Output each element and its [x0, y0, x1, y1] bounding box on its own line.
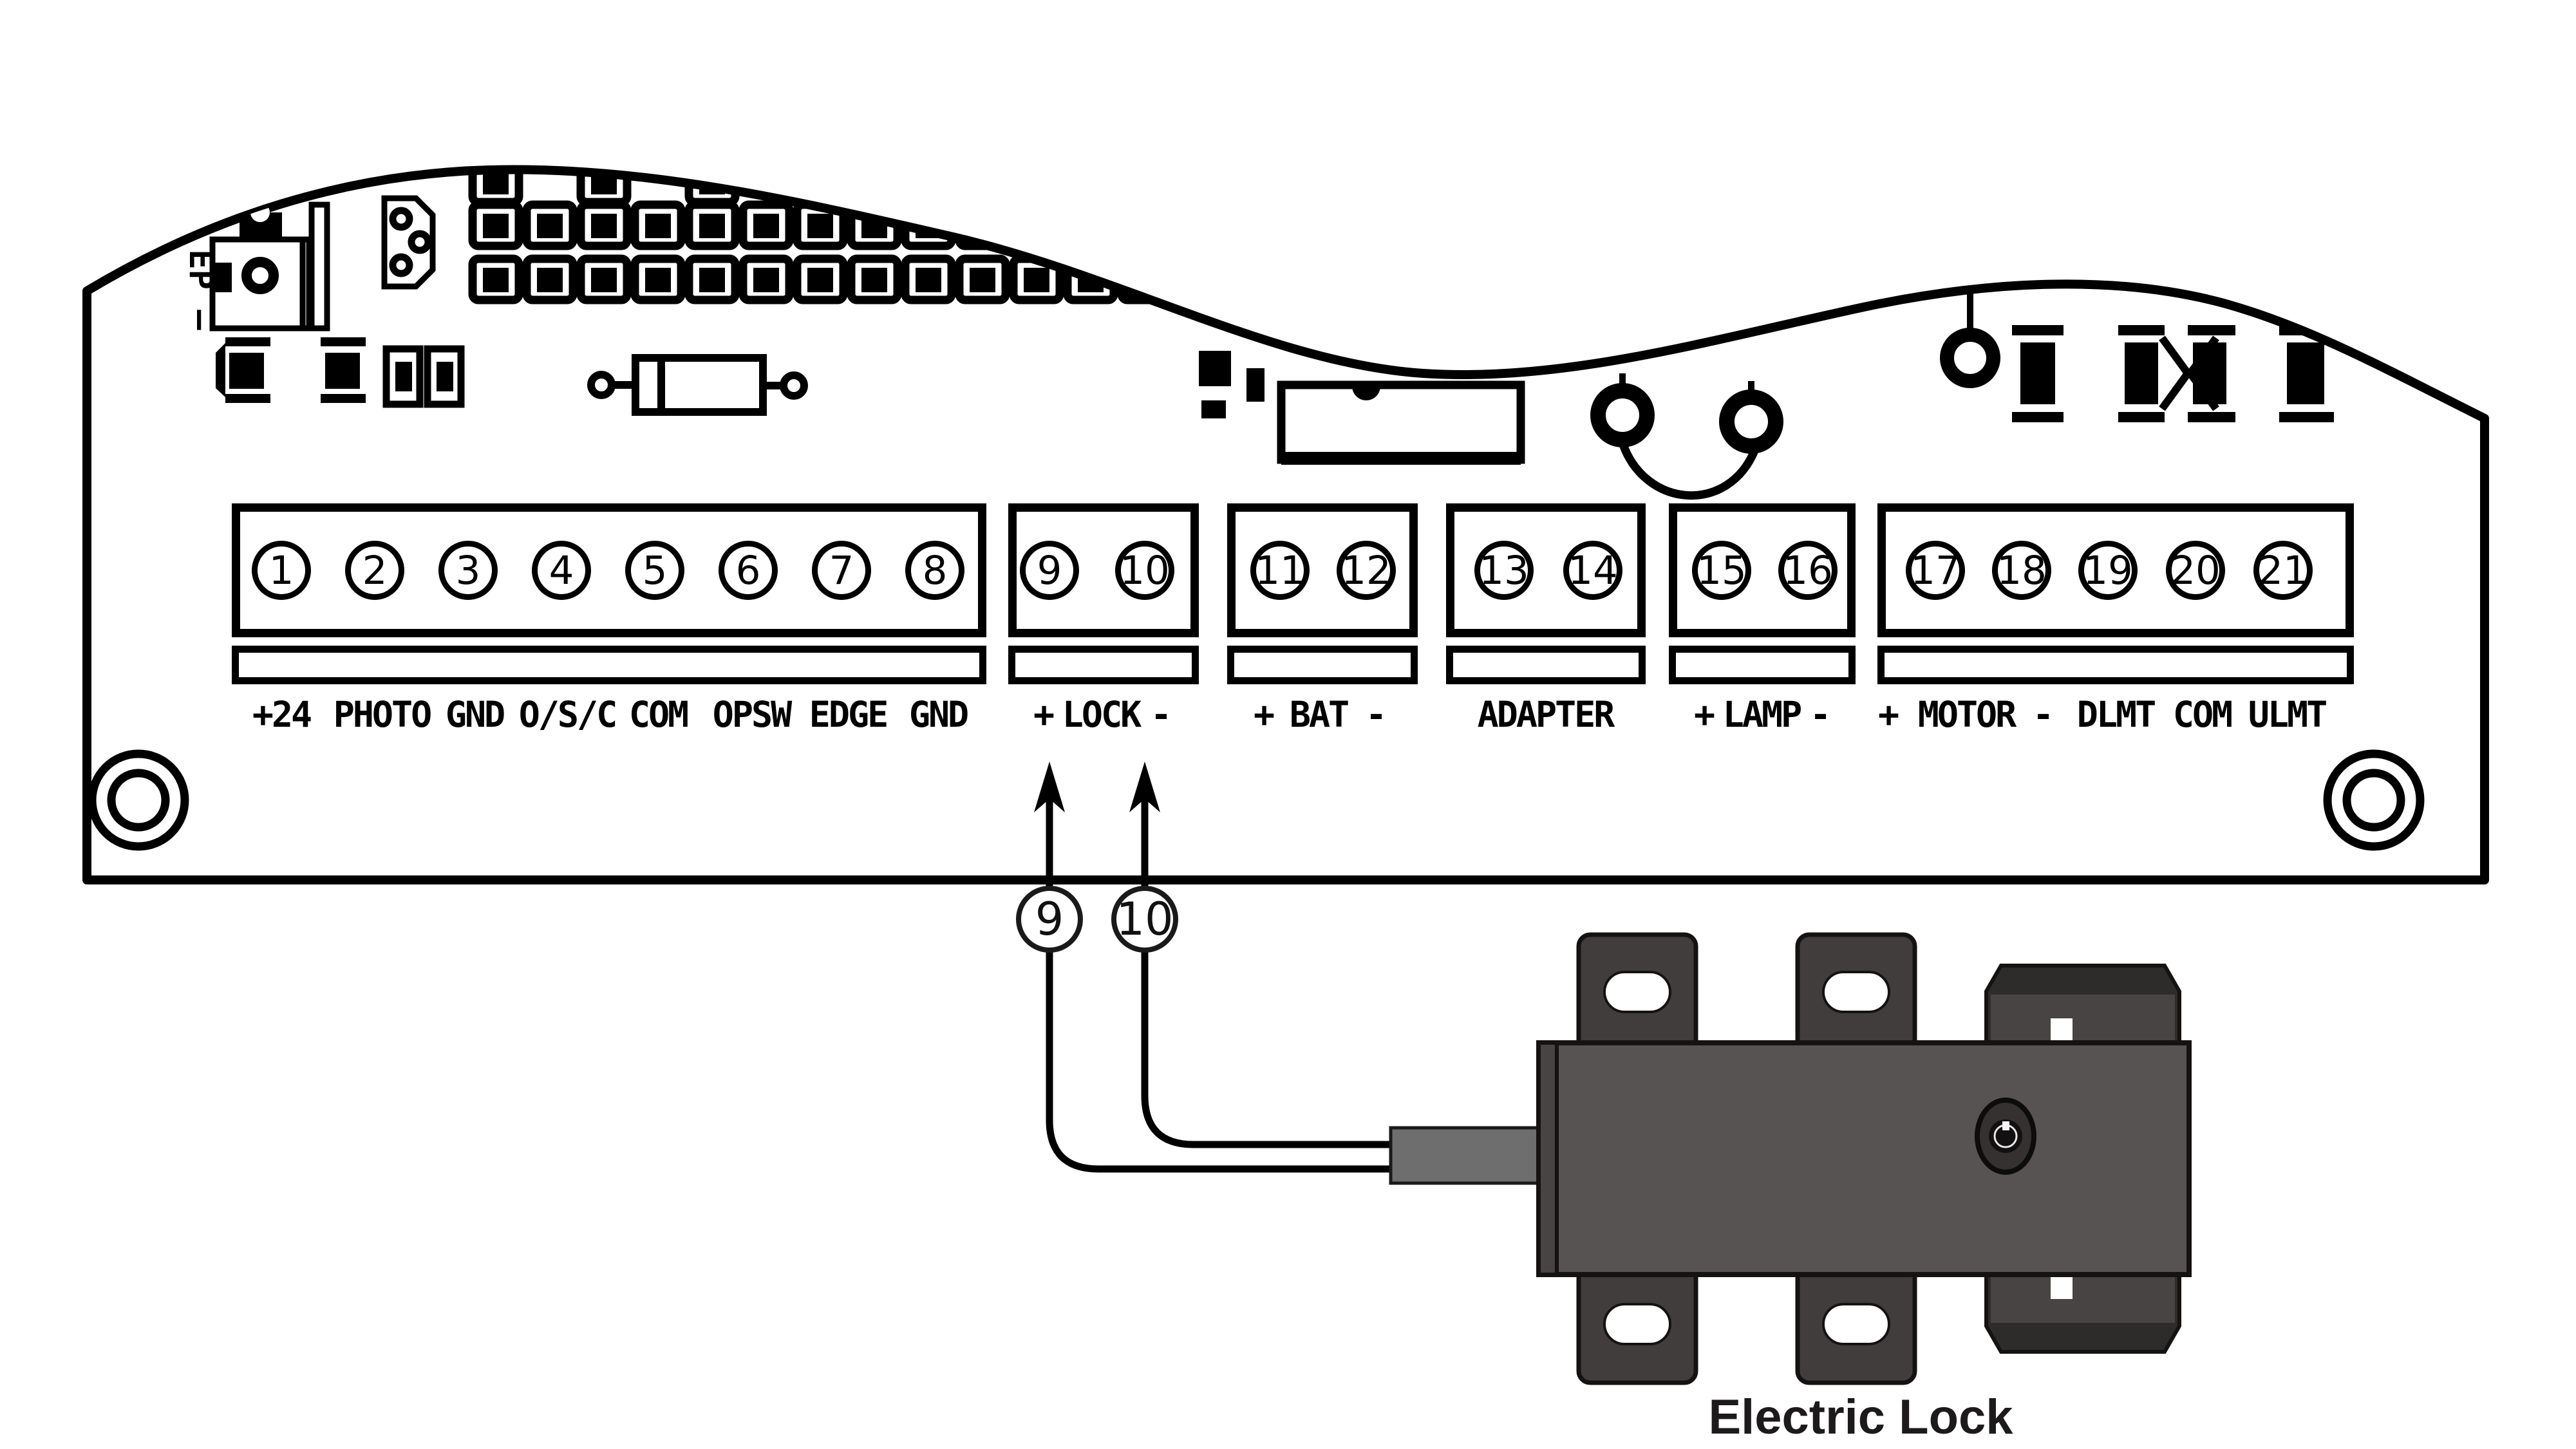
lock-wire-stub	[1389, 1126, 1542, 1185]
terminal-label-battery-2: -	[1365, 694, 1387, 735]
terminal-block-clamp-battery	[1227, 646, 1418, 684]
terminal-block-clamp-lamp	[1669, 646, 1856, 684]
terminal-label-inputs-5: OPSW	[712, 694, 792, 735]
terminal-label-motor-limits-5: ULMT	[2248, 694, 2327, 735]
silkscreen-components: EP –	[182, 161, 2334, 500]
terminal-12: 12	[1337, 541, 1396, 600]
terminal-label-inputs-6: EDGE	[809, 694, 888, 735]
terminal-label-inputs-3: O/S/C	[518, 694, 618, 735]
terminal-block-clamp-motor-limits	[1877, 646, 2354, 684]
small-pads	[1199, 351, 1264, 418]
terminal-label-lock-1: LOCK	[1062, 694, 1142, 735]
lock-caption: Electric Lock	[1708, 1390, 2013, 1444]
lock-cap-bottom	[1984, 1271, 2181, 1354]
wire-9	[1046, 951, 1400, 1173]
terminal-block-lock	[1008, 503, 1199, 637]
terminal-11: 11	[1250, 541, 1310, 600]
terminal-label-lamp-2: -	[1809, 694, 1831, 735]
axial-component	[587, 354, 808, 416]
terminal-16: 16	[1778, 541, 1838, 600]
lock-body-end	[1537, 1041, 1559, 1276]
terminal-block-clamp-adapter	[1446, 646, 1646, 684]
terminal-1: 1	[252, 541, 311, 600]
terminal-label-motor-limits-3: DLMT	[2076, 694, 2156, 735]
smd-capacitors	[216, 337, 465, 408]
terminal-label-lock-0: +	[1033, 694, 1055, 735]
terminal-14: 14	[1563, 541, 1622, 600]
terminal-label-lock-2: -	[1150, 694, 1172, 735]
terminal-7: 7	[812, 541, 871, 600]
mounting-hole-right	[2323, 749, 2425, 851]
wire-callout-10: 10	[1111, 886, 1178, 953]
hex-connector	[381, 195, 436, 290]
wire-arrow-10	[1129, 762, 1160, 888]
terminal-label-motor-limits-1: MOTOR	[1917, 694, 2017, 735]
terminal-4: 4	[532, 541, 591, 600]
wire-loops	[1590, 291, 2000, 500]
terminal-18: 18	[1992, 541, 2051, 600]
terminal-label-adapter-0: ADAPTER	[1477, 694, 1615, 735]
wire-arrow-9	[1034, 762, 1065, 888]
terminal-block-battery	[1227, 503, 1418, 637]
terminal-label-motor-limits-0: +	[1877, 694, 1899, 735]
terminal-block-clamp-inputs	[232, 646, 986, 684]
mounting-hole-left	[88, 749, 189, 851]
terminal-3: 3	[438, 541, 498, 600]
terminal-20: 20	[2166, 541, 2225, 600]
terminal-label-lamp-0: +	[1693, 694, 1715, 735]
terminal-13: 13	[1474, 541, 1534, 600]
wire-callout-9: 9	[1016, 886, 1083, 953]
electric-lock	[1389, 932, 2192, 1385]
terminal-21: 21	[2253, 541, 2313, 600]
terminal-10: 10	[1115, 541, 1174, 600]
terminal-17: 17	[1906, 541, 1965, 600]
terminal-2: 2	[345, 541, 404, 600]
lock-body	[1536, 1040, 2192, 1277]
terminal-label-inputs-0: +24	[252, 694, 312, 735]
terminal-label-lamp-1: LAMP	[1722, 694, 1802, 735]
terminal-8: 8	[905, 541, 964, 600]
terminal-label-inputs-2: GND	[445, 694, 505, 735]
terminal-9: 9	[1020, 541, 1079, 600]
terminal-label-inputs-4: COM	[628, 694, 689, 735]
wire-10	[1141, 951, 1400, 1148]
lock-tab-slot	[1603, 971, 1890, 1345]
relay-outline	[1277, 380, 1525, 465]
lock-keyhole	[1975, 1098, 2036, 1175]
terminal-label-motor-limits-4: COM	[2172, 694, 2233, 735]
lock-cap-top	[1984, 964, 2181, 1046]
terminal-5: 5	[625, 541, 684, 600]
terminal-19: 19	[2078, 541, 2138, 600]
terminal-label-motor-limits-2: -	[2032, 694, 2054, 735]
power-component	[209, 201, 330, 332]
terminal-label-inputs-7: GND	[908, 694, 969, 735]
terminal-15: 15	[1692, 541, 1751, 600]
terminal-label-battery-1: BAT	[1289, 694, 1349, 735]
terminal-block-clamp-lock	[1008, 646, 1199, 684]
terminal-label-battery-0: +	[1253, 694, 1275, 735]
terminal-6: 6	[719, 541, 778, 600]
terminal-label-inputs-1: PHOTO	[333, 694, 433, 735]
